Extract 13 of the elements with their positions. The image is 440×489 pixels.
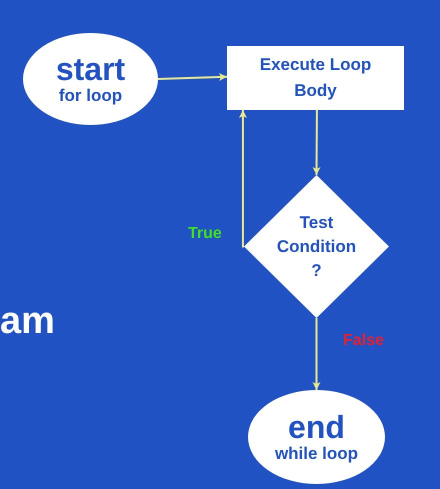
node-subtitle: while loop xyxy=(274,444,358,464)
node-title: start xyxy=(56,52,126,86)
arrow xyxy=(312,110,321,175)
process-box xyxy=(227,46,404,110)
arrow xyxy=(238,110,247,248)
node-title: end xyxy=(288,410,345,444)
decision-diamond xyxy=(244,175,389,318)
arrow xyxy=(158,72,228,81)
node-subtitle: for loop xyxy=(58,86,122,106)
heading-text: am xyxy=(0,302,55,340)
node-label: Test Condition ? xyxy=(276,212,358,282)
arrow xyxy=(312,318,320,390)
node-label: Execute Loop Body xyxy=(258,54,372,102)
